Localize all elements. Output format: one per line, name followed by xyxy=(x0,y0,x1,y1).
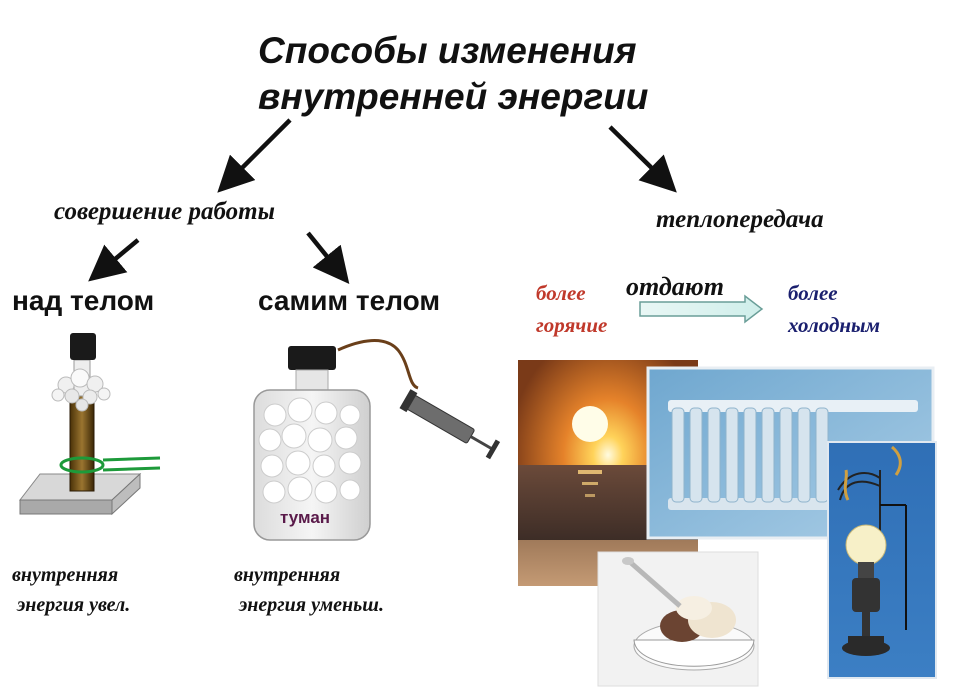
page-title: Способы изменения внутренней энергии xyxy=(258,28,648,120)
arrow-to-by-body xyxy=(306,231,350,284)
arrow-to-work xyxy=(217,118,292,193)
colder-bodies-label: более холодным xyxy=(788,277,880,341)
arrow-to-heat xyxy=(608,125,677,193)
work-by-body: самим телом xyxy=(258,285,441,316)
hotter-line-2: горячие xyxy=(536,313,608,337)
flask-fog-label: туман xyxy=(280,508,331,527)
branch-work: совершение работы xyxy=(54,198,275,225)
title-line-2: внутренней энергии xyxy=(258,76,649,117)
ice-cream-photo xyxy=(597,551,759,687)
flask-experiment-illustration xyxy=(253,339,501,541)
lamp-photo xyxy=(827,441,937,679)
work-on-body: над телом xyxy=(12,285,155,316)
colder-line-2: холодным xyxy=(788,313,880,337)
note-energy-increase: внутренняя энергия увел. xyxy=(12,564,131,616)
title-line-1: Способы изменения xyxy=(258,30,637,71)
hotter-bodies-label: более горячие xyxy=(536,277,607,341)
note-energy-decrease: внутренняя энергия уменьш. xyxy=(234,564,384,616)
heat-transfer-arrow xyxy=(639,294,764,324)
give-label: отдают xyxy=(626,272,724,301)
colder-line-1: более xyxy=(788,281,838,305)
arrow-to-on-body xyxy=(88,238,140,282)
branch-heat-transfer: теплопередача xyxy=(656,206,824,233)
tube-experiment-illustration xyxy=(18,333,161,516)
hotter-line-1: более xyxy=(536,281,586,305)
